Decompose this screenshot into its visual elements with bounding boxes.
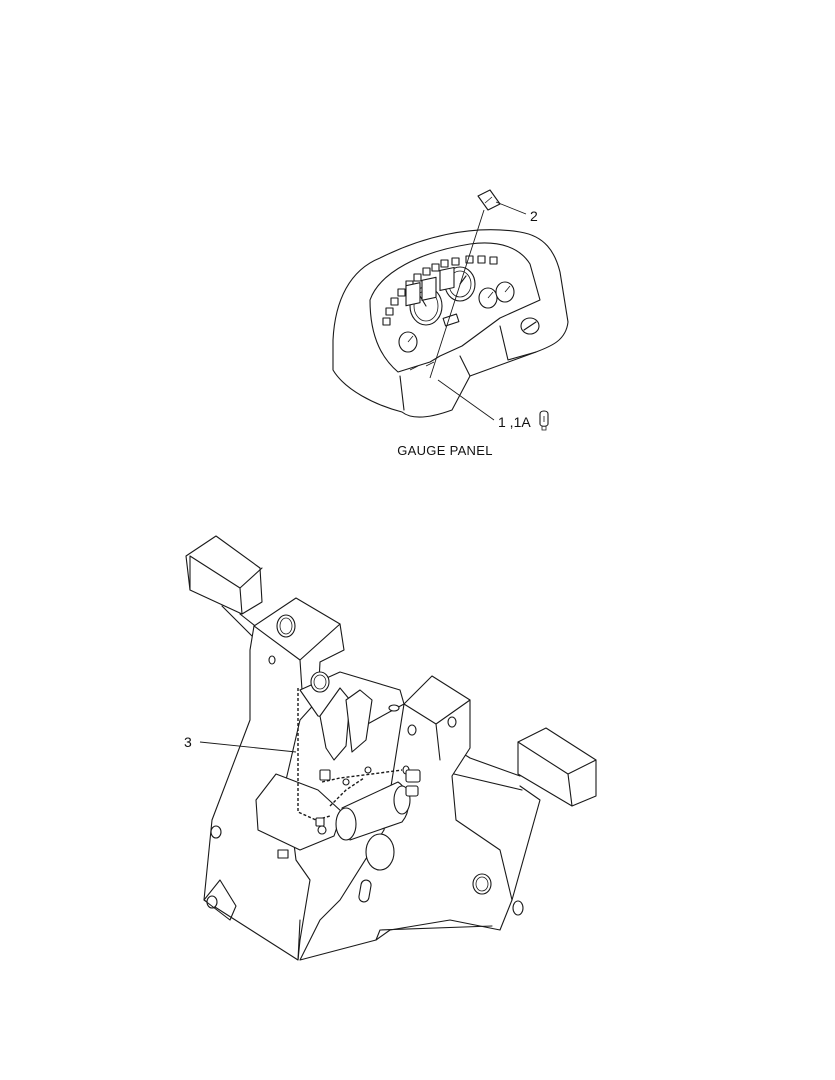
gauge-panel-caption: GAUGE PANEL: [397, 443, 493, 458]
decal: [477, 189, 501, 211]
large-cutout: [365, 833, 395, 871]
rocker-switches: [405, 266, 455, 371]
pedal-assembly: [185, 535, 597, 961]
wiring-harness: [297, 688, 403, 835]
left-pedal-pad: [185, 535, 269, 645]
bulb-icon: [539, 410, 549, 431]
callout-2: 2: [530, 208, 538, 224]
right-gauges: [478, 281, 515, 309]
callout-3: 3: [184, 734, 192, 750]
callout-1-1a: 1 ,1A: [498, 414, 531, 430]
brake-switch: [335, 769, 421, 841]
key-switch: [520, 317, 540, 335]
fuel-gauge: [398, 331, 418, 353]
gauge-panel: [332, 229, 569, 418]
right-pedal-pad: [447, 727, 597, 807]
